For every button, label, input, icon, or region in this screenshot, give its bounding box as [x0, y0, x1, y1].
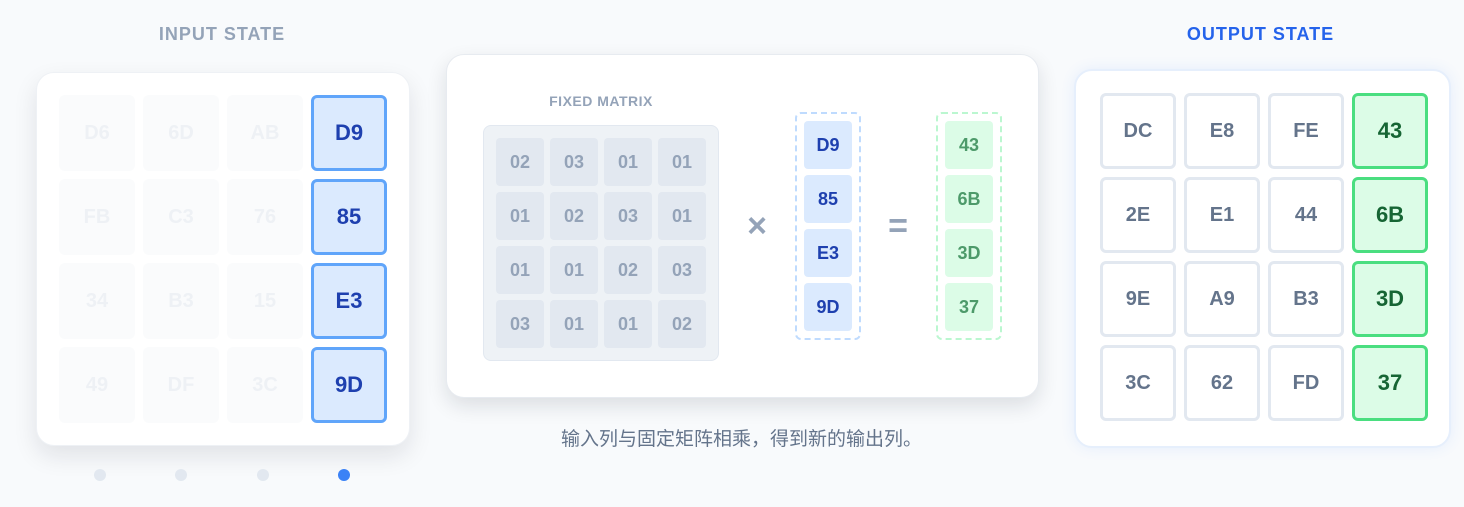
input-vector-cell: E3 [804, 229, 852, 277]
equals-symbol: = [888, 207, 908, 245]
input-cell: 34 [59, 263, 135, 339]
input-cell: B3 [143, 263, 219, 339]
matrix-cell: 02 [496, 138, 544, 186]
output-cell: 3C [1100, 345, 1176, 421]
active-input-cell: 9D [311, 347, 387, 423]
input-cell: 49 [59, 347, 135, 423]
result-output-cell: 37 [1352, 345, 1428, 421]
result-output-cell: 43 [1352, 93, 1428, 169]
active-input-cell: 85 [311, 179, 387, 255]
output-cell: 9E [1100, 261, 1176, 337]
output-vector-cell: 3D [945, 229, 993, 277]
output-cell: 62 [1184, 345, 1260, 421]
input-cell: 6D [143, 95, 219, 171]
input-state-title: INPUT STATE [158, 24, 286, 44]
output-cell: E8 [1184, 93, 1260, 169]
input-cell: 15 [227, 263, 303, 339]
matrix-cell: 03 [604, 192, 652, 240]
output-column-vector: 43 6B 3D 37 [936, 112, 1002, 340]
output-cell: E1 [1184, 177, 1260, 253]
input-cell: FB [59, 179, 135, 255]
matrix-cell: 01 [604, 138, 652, 186]
matrix-cell: 01 [658, 138, 706, 186]
matrix-cell: 02 [550, 192, 598, 240]
output-cell: B3 [1268, 261, 1344, 337]
output-cell: 44 [1268, 177, 1344, 253]
input-cell: D6 [59, 95, 135, 171]
matrix-cell: 02 [604, 246, 652, 294]
matrix-cell: 03 [658, 246, 706, 294]
matrix-cell: 01 [550, 300, 598, 348]
input-vector-cell: 9D [804, 283, 852, 331]
matrix-cell: 03 [550, 138, 598, 186]
explanation-caption: 输入列与固定矩阵相乘，得到新的输出列。 [560, 429, 922, 450]
step-dot[interactable] [94, 469, 106, 481]
input-cell: 76 [227, 179, 303, 255]
matrix-cell: 01 [550, 246, 598, 294]
output-cell: FD [1268, 345, 1344, 421]
matrix-cell: 01 [604, 300, 652, 348]
output-vector-cell: 6B [945, 175, 993, 223]
step-dot[interactable] [175, 469, 187, 481]
active-input-cell: D9 [311, 95, 387, 171]
result-output-cell: 3D [1352, 261, 1428, 337]
matrix-cell: 03 [496, 300, 544, 348]
input-cell: C3 [143, 179, 219, 255]
input-cell: AB [227, 95, 303, 171]
matrix-cell: 01 [496, 246, 544, 294]
input-vector-cell: D9 [804, 121, 852, 169]
output-vector-cell: 37 [945, 283, 993, 331]
output-state-title: OUTPUT STATE [1186, 24, 1335, 44]
matrix-cell: 02 [658, 300, 706, 348]
step-dot[interactable] [257, 469, 269, 481]
input-vector-cell: 85 [804, 175, 852, 223]
matrix-cell: 01 [658, 192, 706, 240]
active-input-cell: E3 [311, 263, 387, 339]
fixed-matrix-label: FIXED MATRIX [549, 93, 653, 109]
input-cell: 3C [227, 347, 303, 423]
input-cell: DF [143, 347, 219, 423]
output-vector-cell: 43 [945, 121, 993, 169]
output-cell: DC [1100, 93, 1176, 169]
multiply-symbol: × [747, 207, 767, 245]
output-cell: FE [1268, 93, 1344, 169]
output-cell: 2E [1100, 177, 1176, 253]
matrix-cell: 01 [496, 192, 544, 240]
step-dot[interactable] [338, 469, 350, 481]
output-cell: A9 [1184, 261, 1260, 337]
result-output-cell: 6B [1352, 177, 1428, 253]
